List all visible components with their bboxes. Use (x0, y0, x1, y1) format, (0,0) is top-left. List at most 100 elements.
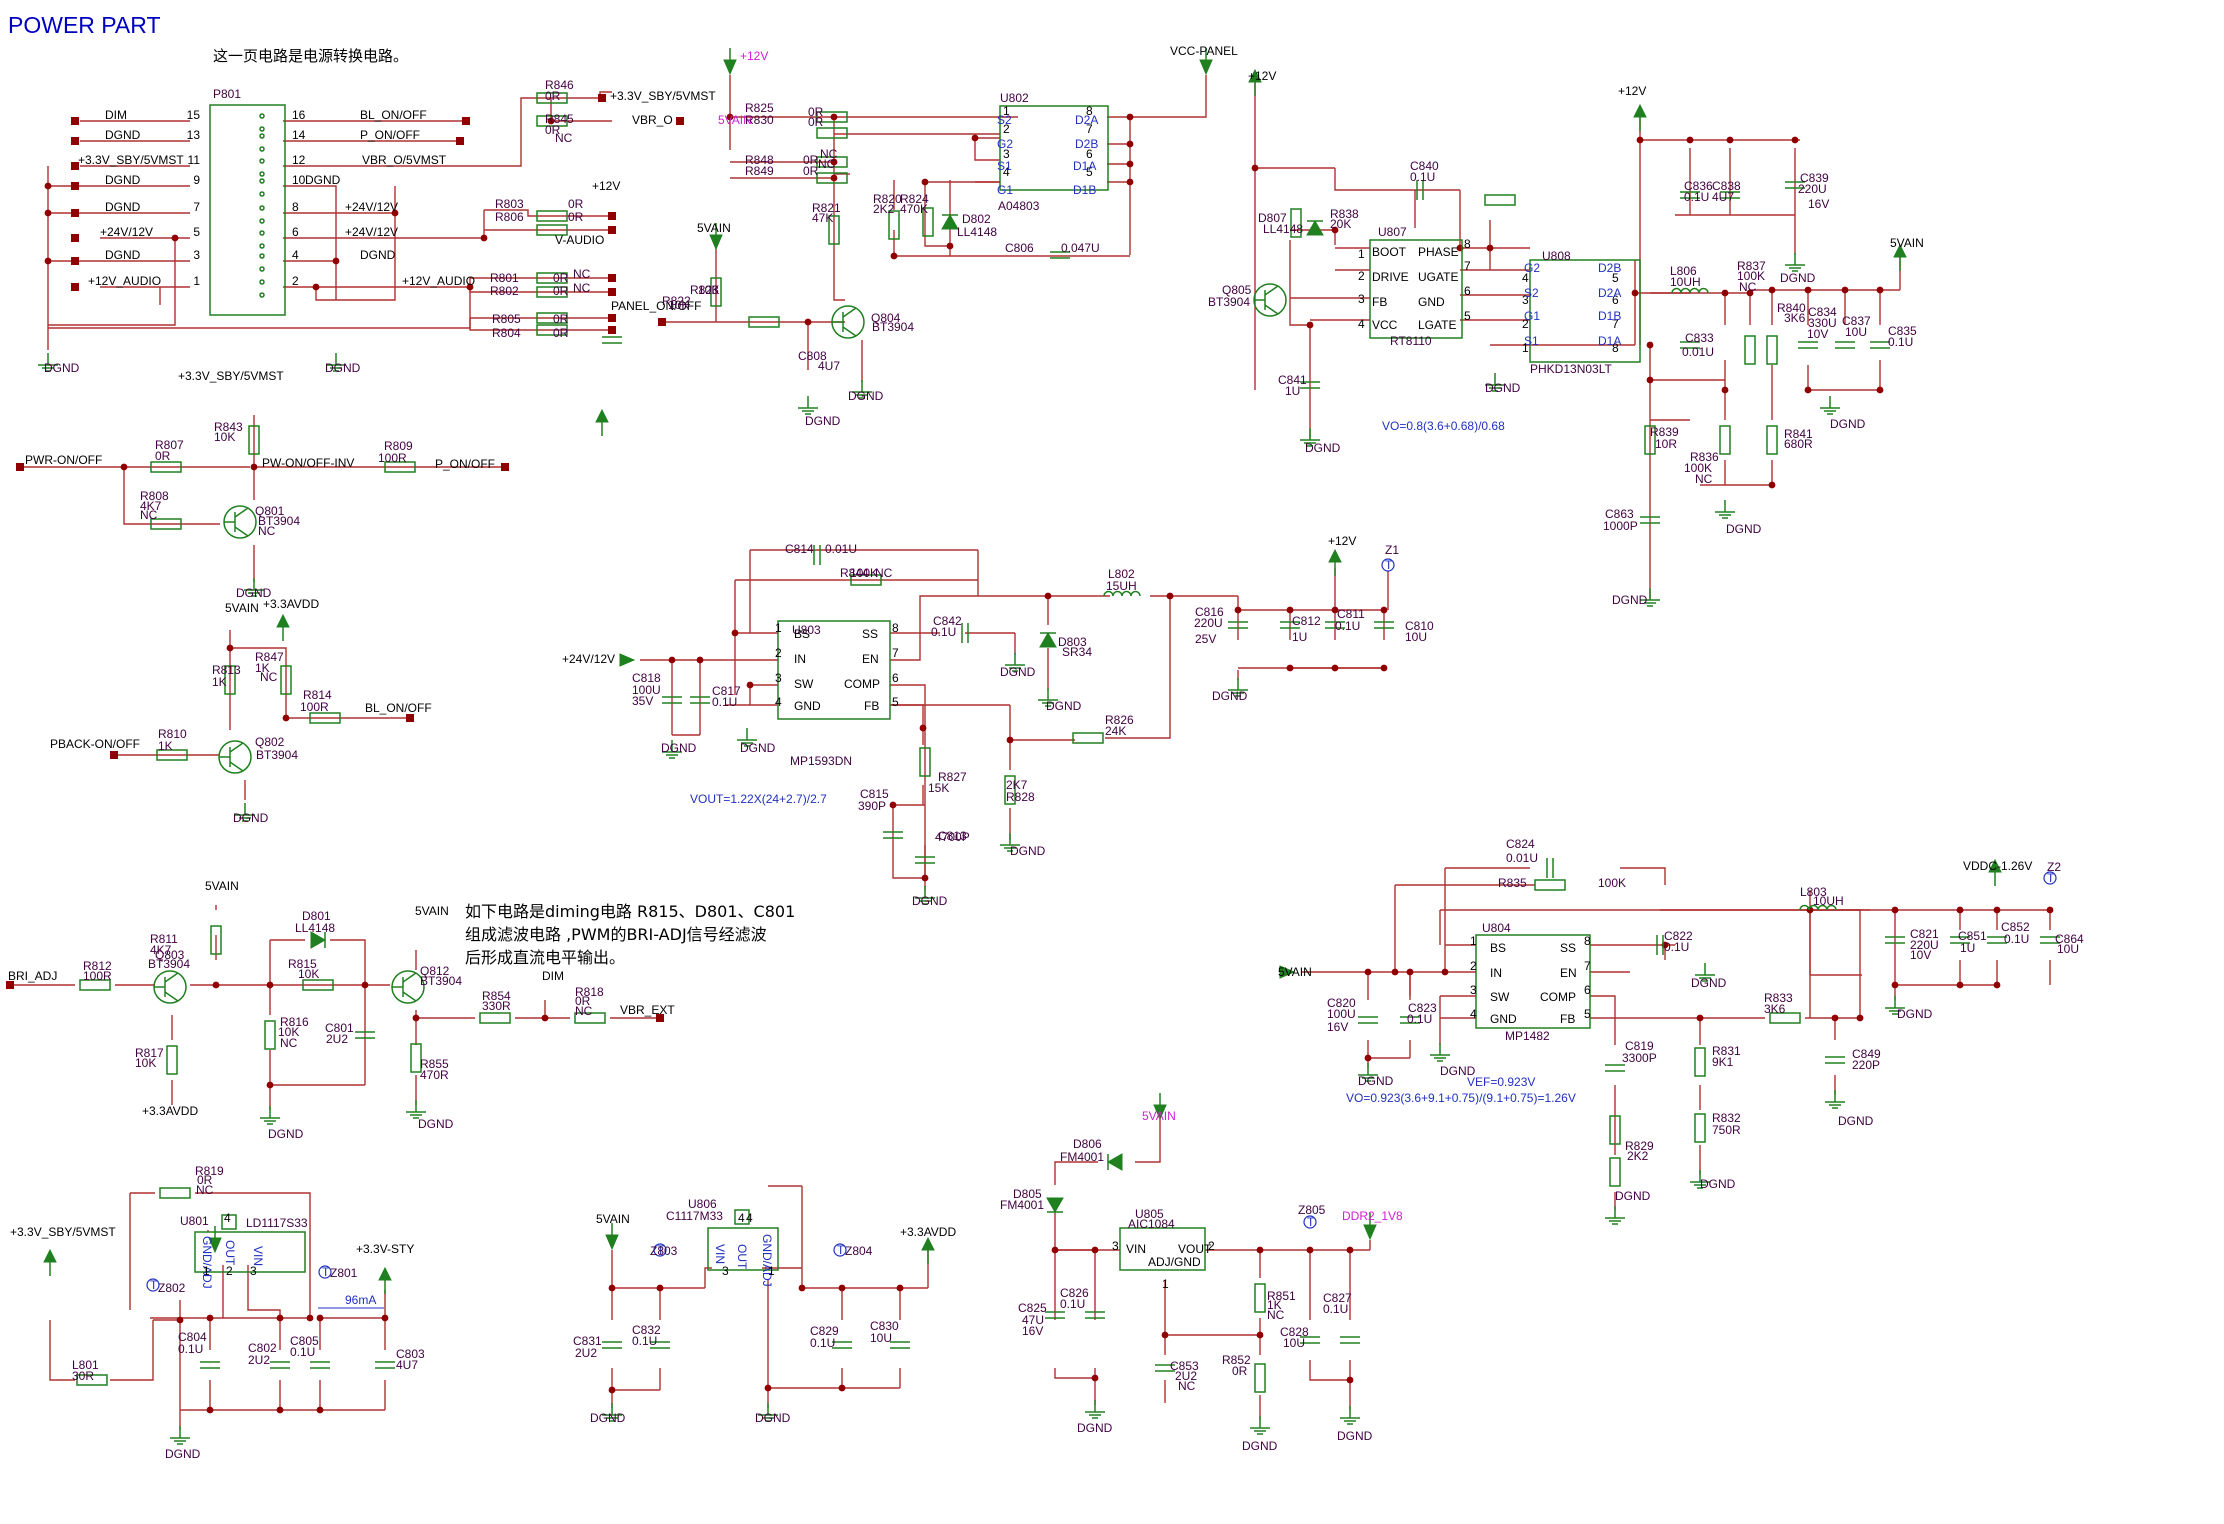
capacitor (915, 856, 935, 864)
component-label: D801 (302, 909, 331, 923)
junction-dot (44, 209, 52, 217)
component-label: DGND (1615, 1189, 1651, 1203)
junction-dot (312, 283, 320, 291)
ic-pin-label: 7 (892, 646, 899, 660)
resistor (816, 172, 848, 184)
resistor (919, 747, 931, 777)
component-label: 5VAIN (596, 1212, 630, 1226)
component-label: 3K6 (1764, 1002, 1786, 1016)
component-label: R807 (155, 438, 184, 452)
component-label: R839 (1650, 425, 1679, 439)
junction-dot (1768, 286, 1776, 294)
ic-pin-label: S2 (1524, 286, 1539, 300)
component-label: 2K2 (873, 202, 895, 216)
connector-pin-mark (259, 126, 265, 132)
test-point-mark: T (1307, 1215, 1315, 1229)
component-label: 0.01U (1682, 345, 1714, 359)
connector-pin-mark (259, 266, 265, 272)
component-label: R822 (662, 294, 691, 308)
net-port (676, 117, 684, 125)
component-label: 0R (553, 284, 569, 298)
transistor-collector (164, 972, 179, 983)
junction-dot (1380, 606, 1388, 614)
power-arrow-right (619, 653, 636, 667)
capacitor (1358, 1016, 1378, 1024)
component-label: MP1593DN (790, 754, 852, 768)
component-label: U806 (688, 1197, 717, 1211)
junction-dot (1331, 226, 1339, 234)
resistor (150, 461, 182, 473)
component-label: 4U7 (1712, 190, 1734, 204)
component-label: 5VAIN (1890, 236, 1924, 250)
component-label: C803 (396, 1347, 425, 1361)
component-label: U804 (1482, 921, 1511, 935)
ic-pin-label: 2 (1522, 317, 1529, 331)
component-label: DGND (1440, 1064, 1476, 1078)
component-label: 10R (1655, 437, 1677, 451)
connector-p801 (209, 104, 286, 316)
component-label: 0R (553, 312, 569, 326)
transistor-collector (234, 507, 249, 518)
diode-d807 (1306, 219, 1324, 236)
component-label: 16V (1022, 1324, 1043, 1338)
component-label: 15K (928, 781, 949, 795)
inductor-l806 (1671, 287, 1709, 294)
component-label: C814 (785, 542, 814, 556)
component-label: 0.1U (712, 695, 737, 709)
ground-dgnd (1885, 996, 1905, 1015)
connector-right-net: DGND (360, 248, 396, 262)
resistor (922, 207, 934, 237)
ic-pin-label: GND/ADJ (200, 1236, 214, 1289)
component-label: C811 (1337, 607, 1365, 621)
junction-dot (1126, 160, 1134, 168)
component-label: DGND (1242, 1439, 1278, 1453)
resistor (574, 1012, 606, 1024)
component-label: R811 (150, 932, 178, 946)
capacitor (1155, 1364, 1175, 1372)
ground-dgnd (1485, 373, 1505, 392)
connector-left-net: +24V/12V (100, 225, 153, 239)
ic-u807 (1369, 239, 1463, 339)
test-point-mark: T (2047, 871, 2055, 885)
junction-dot (1234, 606, 1242, 614)
ground-dgnd (1228, 678, 1248, 697)
junction-dot (1841, 286, 1849, 294)
component-label: +3.3V_SBY/5VMST (178, 369, 284, 383)
ic-pin-label: 5 (1086, 165, 1093, 179)
component-label: R805 (492, 312, 521, 326)
component-label: U803 (792, 623, 821, 637)
resistor (816, 127, 848, 139)
component-label: R818 (575, 985, 604, 999)
ic-pin-label: EN (1560, 966, 1577, 980)
component-label: 220P (1852, 1058, 1880, 1072)
junction-dot (890, 252, 898, 260)
junction-dot (1993, 981, 2001, 989)
junction-dot (1346, 1246, 1354, 1254)
component-label: 5VAIN (225, 601, 259, 615)
capacitor (355, 1031, 375, 1039)
junction-dot (391, 209, 399, 217)
capacitor (1835, 341, 1855, 349)
ic-pin-label: BS (1490, 941, 1506, 955)
junction-dot (276, 1406, 284, 1414)
component-label: 1K (1267, 1298, 1282, 1312)
resistor (150, 518, 182, 530)
component-label: 9K1 (1712, 1055, 1734, 1069)
component-label: DGND (233, 811, 269, 825)
component-label: C816 (1195, 605, 1224, 619)
ic-pin-label: 3 (250, 1264, 257, 1278)
junction-dot (1486, 244, 1494, 252)
junction-dot (889, 801, 897, 809)
component-label: 2K2 (1627, 1149, 1649, 1163)
junction-dot (1956, 906, 1964, 914)
component-label: 47U (1022, 1313, 1044, 1327)
component-label: R841 (1784, 427, 1813, 441)
ic-pin-label: SS (862, 627, 878, 641)
ground-dgnd (38, 353, 58, 372)
ic-pin-label: D2B (1075, 137, 1098, 151)
junction-dot (838, 1384, 846, 1392)
component-label: C808 (798, 349, 827, 363)
junction-dot (206, 1314, 214, 1322)
connector-right-net: BL_ON/OFF (360, 108, 427, 122)
